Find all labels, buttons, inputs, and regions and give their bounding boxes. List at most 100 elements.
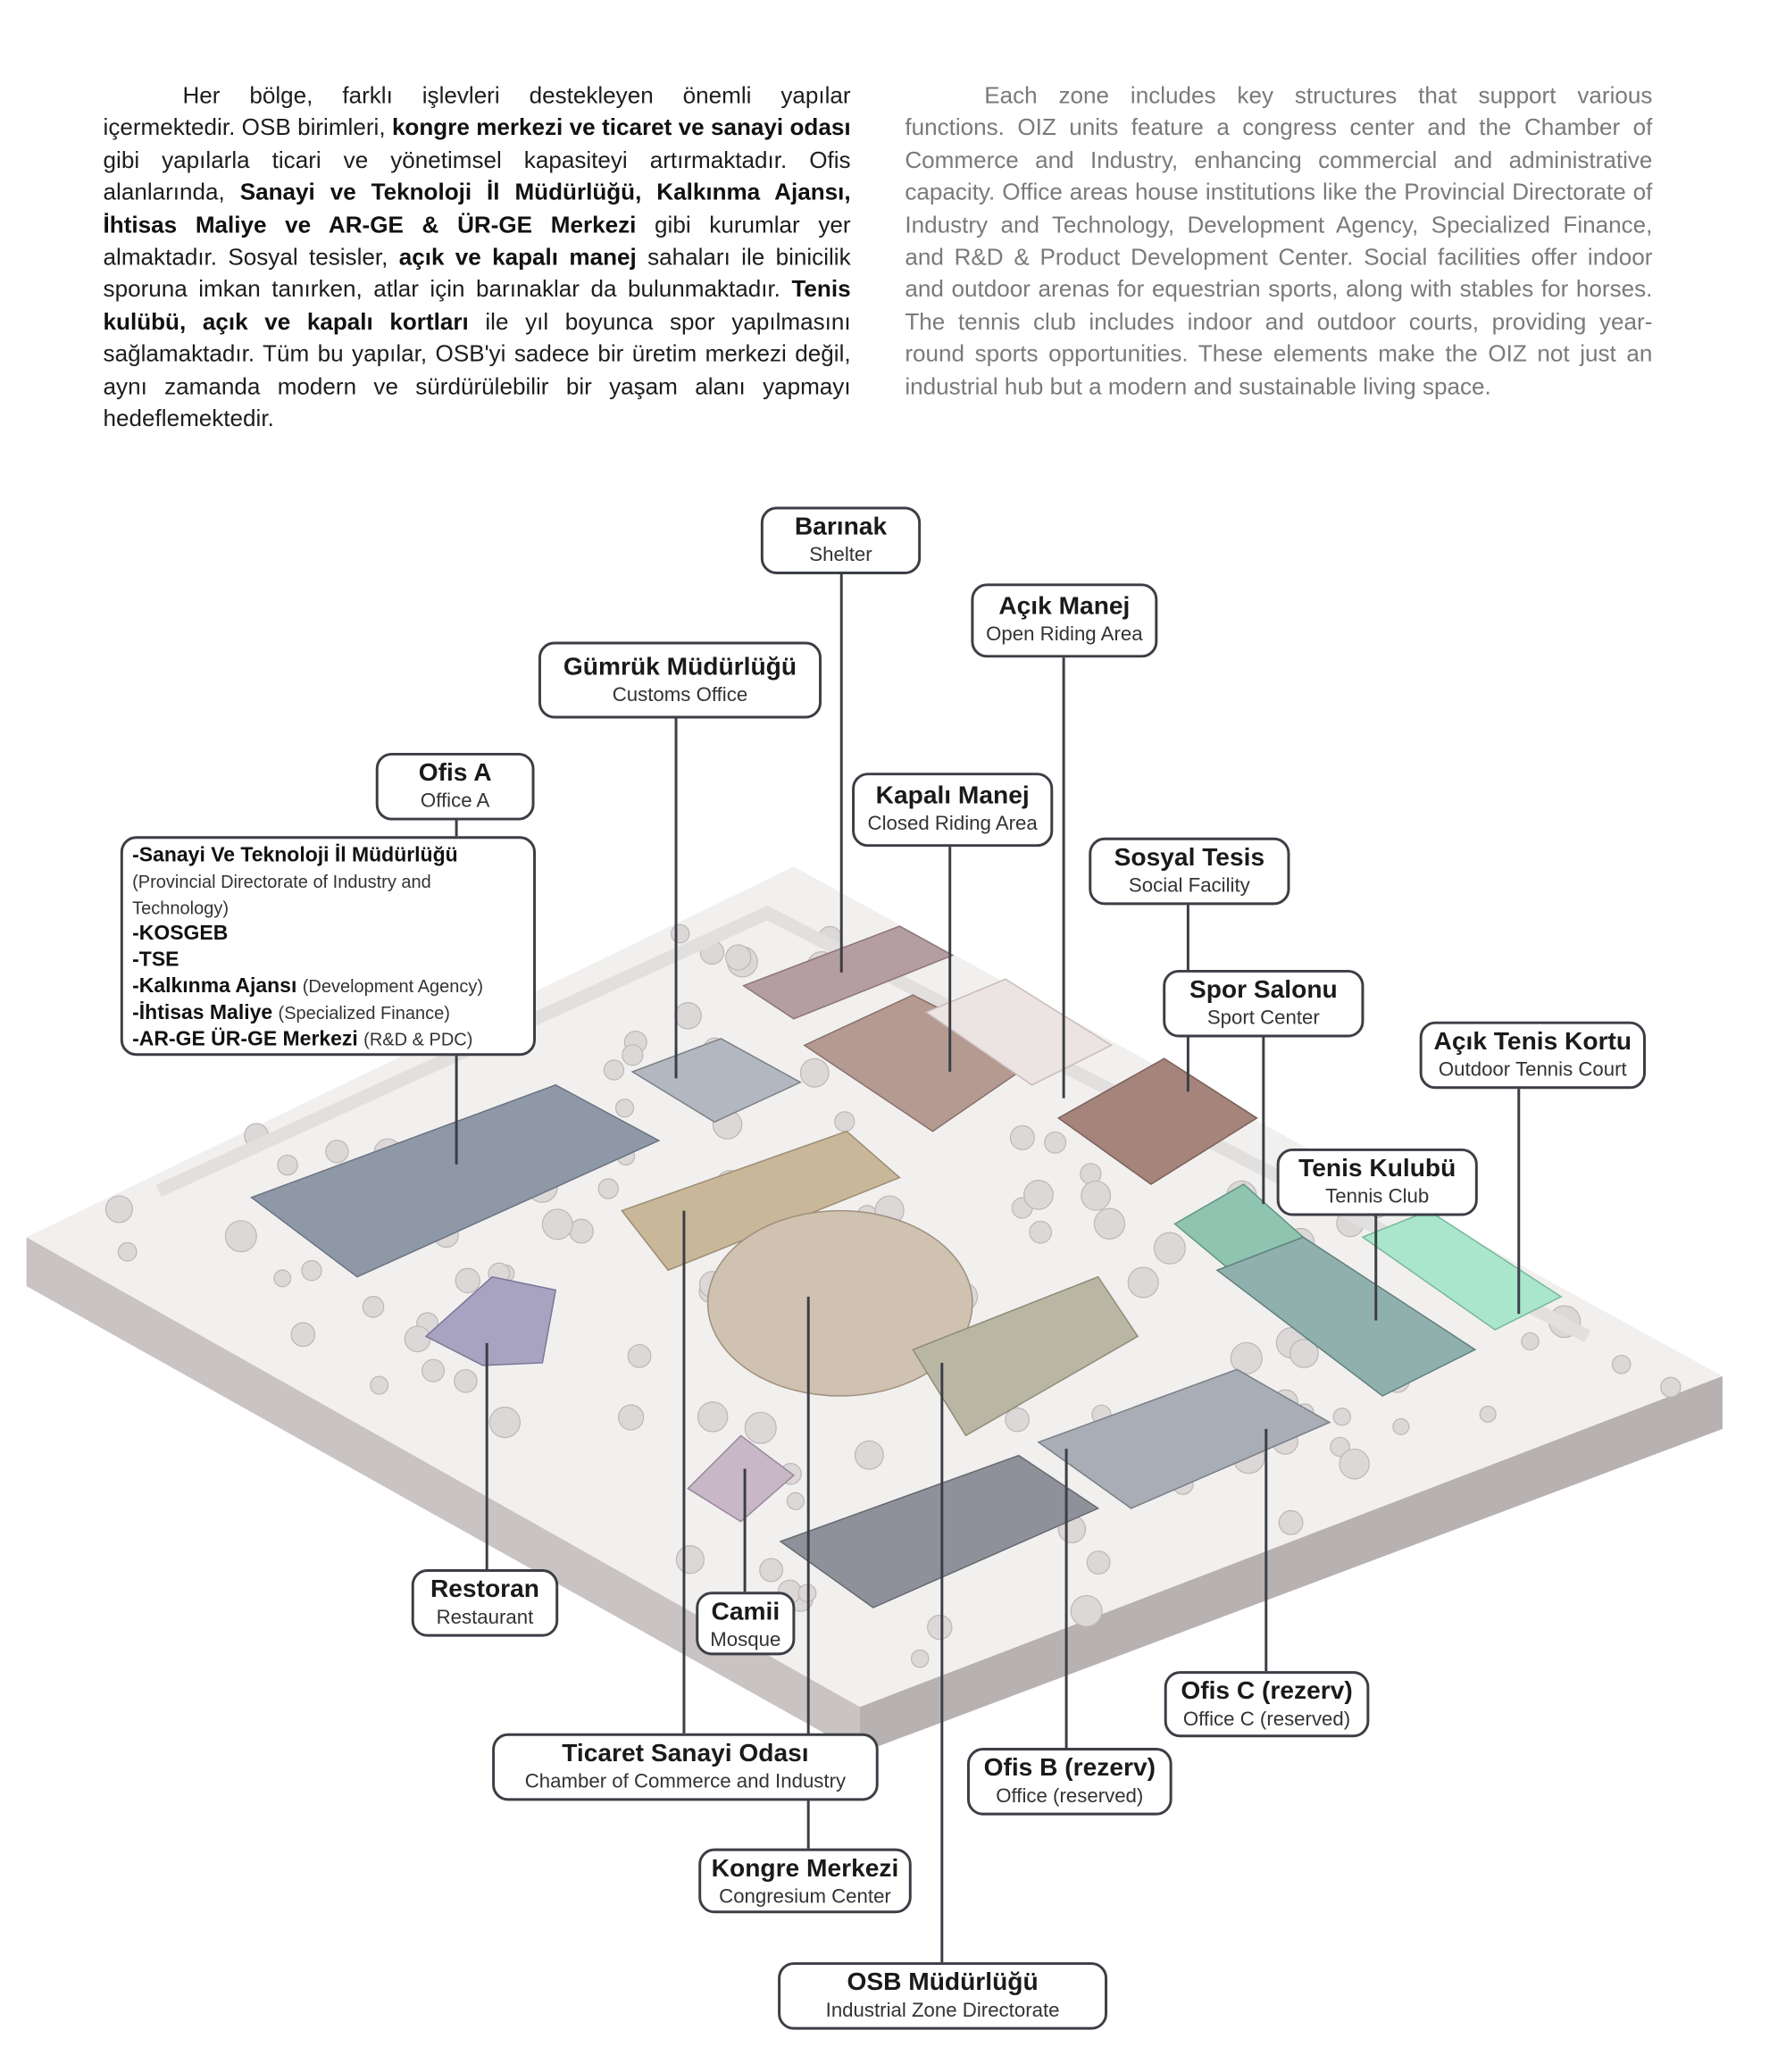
leader-lines <box>455 573 1521 1963</box>
tree <box>325 1140 349 1164</box>
tree <box>1660 1376 1682 1399</box>
tree <box>541 1208 573 1241</box>
outdoor-tennis-court <box>1361 1209 1563 1331</box>
tree <box>603 1059 625 1081</box>
tree <box>1086 1550 1111 1575</box>
tree <box>488 1406 521 1439</box>
building-restaurant <box>424 1275 557 1366</box>
tree <box>277 1154 298 1176</box>
tree <box>421 1358 446 1383</box>
tree <box>1278 1509 1304 1535</box>
tree <box>799 1057 830 1088</box>
building-chamber <box>621 1130 901 1272</box>
tree <box>1029 1220 1053 1244</box>
office-a-unit: -AR-GE ÜR-GE Merkezi (R&D & PDC) <box>132 1026 524 1052</box>
tree <box>1044 1131 1067 1154</box>
paragraph-segment: sahaları ile binicilik sporuna imkan tan… <box>103 243 851 303</box>
paragraph-turkish: Her bölge, farklı işlevleri destekleyen … <box>104 79 851 435</box>
tree <box>854 1440 884 1470</box>
tree <box>1289 1339 1319 1368</box>
unit-name: -İhtisas Maliye <box>132 1001 273 1024</box>
tree <box>290 1322 316 1348</box>
building-customs <box>630 1038 802 1124</box>
building-office-c <box>1037 1368 1331 1509</box>
tree <box>927 1614 953 1641</box>
tree <box>362 1296 385 1318</box>
tree <box>622 1044 644 1066</box>
building-congress <box>706 1209 973 1397</box>
paragraph-segment: Her bölge, farklı işlevleri destekleyen … <box>103 81 851 141</box>
tree <box>597 1178 619 1199</box>
office-a-unit: -Kalkınma Ajansı (Development Agency) <box>132 973 524 999</box>
tree <box>455 1267 480 1294</box>
tree <box>117 1241 138 1262</box>
tree <box>1070 1594 1103 1627</box>
tree <box>1332 1408 1351 1426</box>
slab-right-face <box>859 1375 1723 1753</box>
tree <box>1392 1417 1410 1435</box>
unit-name: -KOSGEB <box>132 923 229 946</box>
tree <box>1081 1180 1112 1211</box>
paragraph-bold-segment: Sanayi ve Teknoloji İl Müdürlüğü, Kalkın… <box>103 179 851 238</box>
paragraph-bold-segment: açık ve kapalı manej <box>398 243 637 271</box>
tree <box>697 1401 729 1433</box>
building-office-a <box>249 1084 661 1278</box>
tree <box>1153 1232 1186 1265</box>
tree <box>1093 1207 1126 1240</box>
label-office-c: Ofis C (rezerv)Office C (reserved) <box>1164 1671 1370 1738</box>
unit-note: (R&D & PDC) <box>363 1028 473 1049</box>
tree <box>1023 1180 1054 1210</box>
tree <box>1230 1341 1263 1374</box>
tree <box>675 1545 705 1575</box>
tree <box>1339 1448 1370 1480</box>
tree <box>1611 1354 1632 1374</box>
tree <box>786 1491 805 1510</box>
tree <box>1521 1332 1540 1351</box>
unit-name: -Kalkınma Ajansı <box>132 974 297 998</box>
tree <box>273 1269 292 1288</box>
office-a-unit: -KOSGEB <box>132 922 524 948</box>
tree <box>224 1220 257 1253</box>
unit-name: -Sanayi Ve Teknoloji İl Müdürlüğü <box>132 844 458 867</box>
building-shelter <box>741 925 955 1020</box>
tree <box>725 944 752 971</box>
building-mosque <box>687 1434 796 1523</box>
building-office-b <box>779 1454 1100 1608</box>
slab-left-face <box>26 1237 860 1753</box>
office-a-units-list: -Sanayi Ve Teknoloji İl Müdürlüğü (Provin… <box>120 836 537 1057</box>
tree <box>614 1099 635 1118</box>
unit-note: (Development Agency) <box>302 976 484 997</box>
unit-note: (Provincial Directorate of Industry and … <box>132 872 431 918</box>
tree <box>910 1649 930 1668</box>
paragraph-segment: ile yıl boyunca spor yapılmasını sağlama… <box>103 307 851 432</box>
tree <box>454 1368 478 1393</box>
paragraph-bold-segment: kongre merkezi ve ticaret ve sanayi odas… <box>391 114 851 141</box>
label-office-b: Ofis B (rezerv)Office (reserved) <box>966 1748 1173 1816</box>
office-a-unit: -Sanayi Ve Teknoloji İl Müdürlüğü (Provin… <box>132 843 524 922</box>
office-a-unit: -İhtisas Maliye (Specialized Finance) <box>132 1000 524 1026</box>
office-a-unit: -TSE <box>132 948 524 973</box>
tree <box>618 1404 645 1431</box>
tree <box>1127 1266 1159 1299</box>
tree <box>404 1325 431 1353</box>
tree <box>1009 1124 1035 1150</box>
unit-name: -AR-GE ÜR-GE Merkezi <box>132 1027 358 1050</box>
paragraph-segment: gibi kurumlar yer almaktadır. Sosyal tes… <box>103 211 851 271</box>
tree <box>759 1558 784 1583</box>
tree <box>834 1111 855 1132</box>
tree <box>670 923 690 944</box>
building-sport-center <box>1056 1057 1258 1185</box>
